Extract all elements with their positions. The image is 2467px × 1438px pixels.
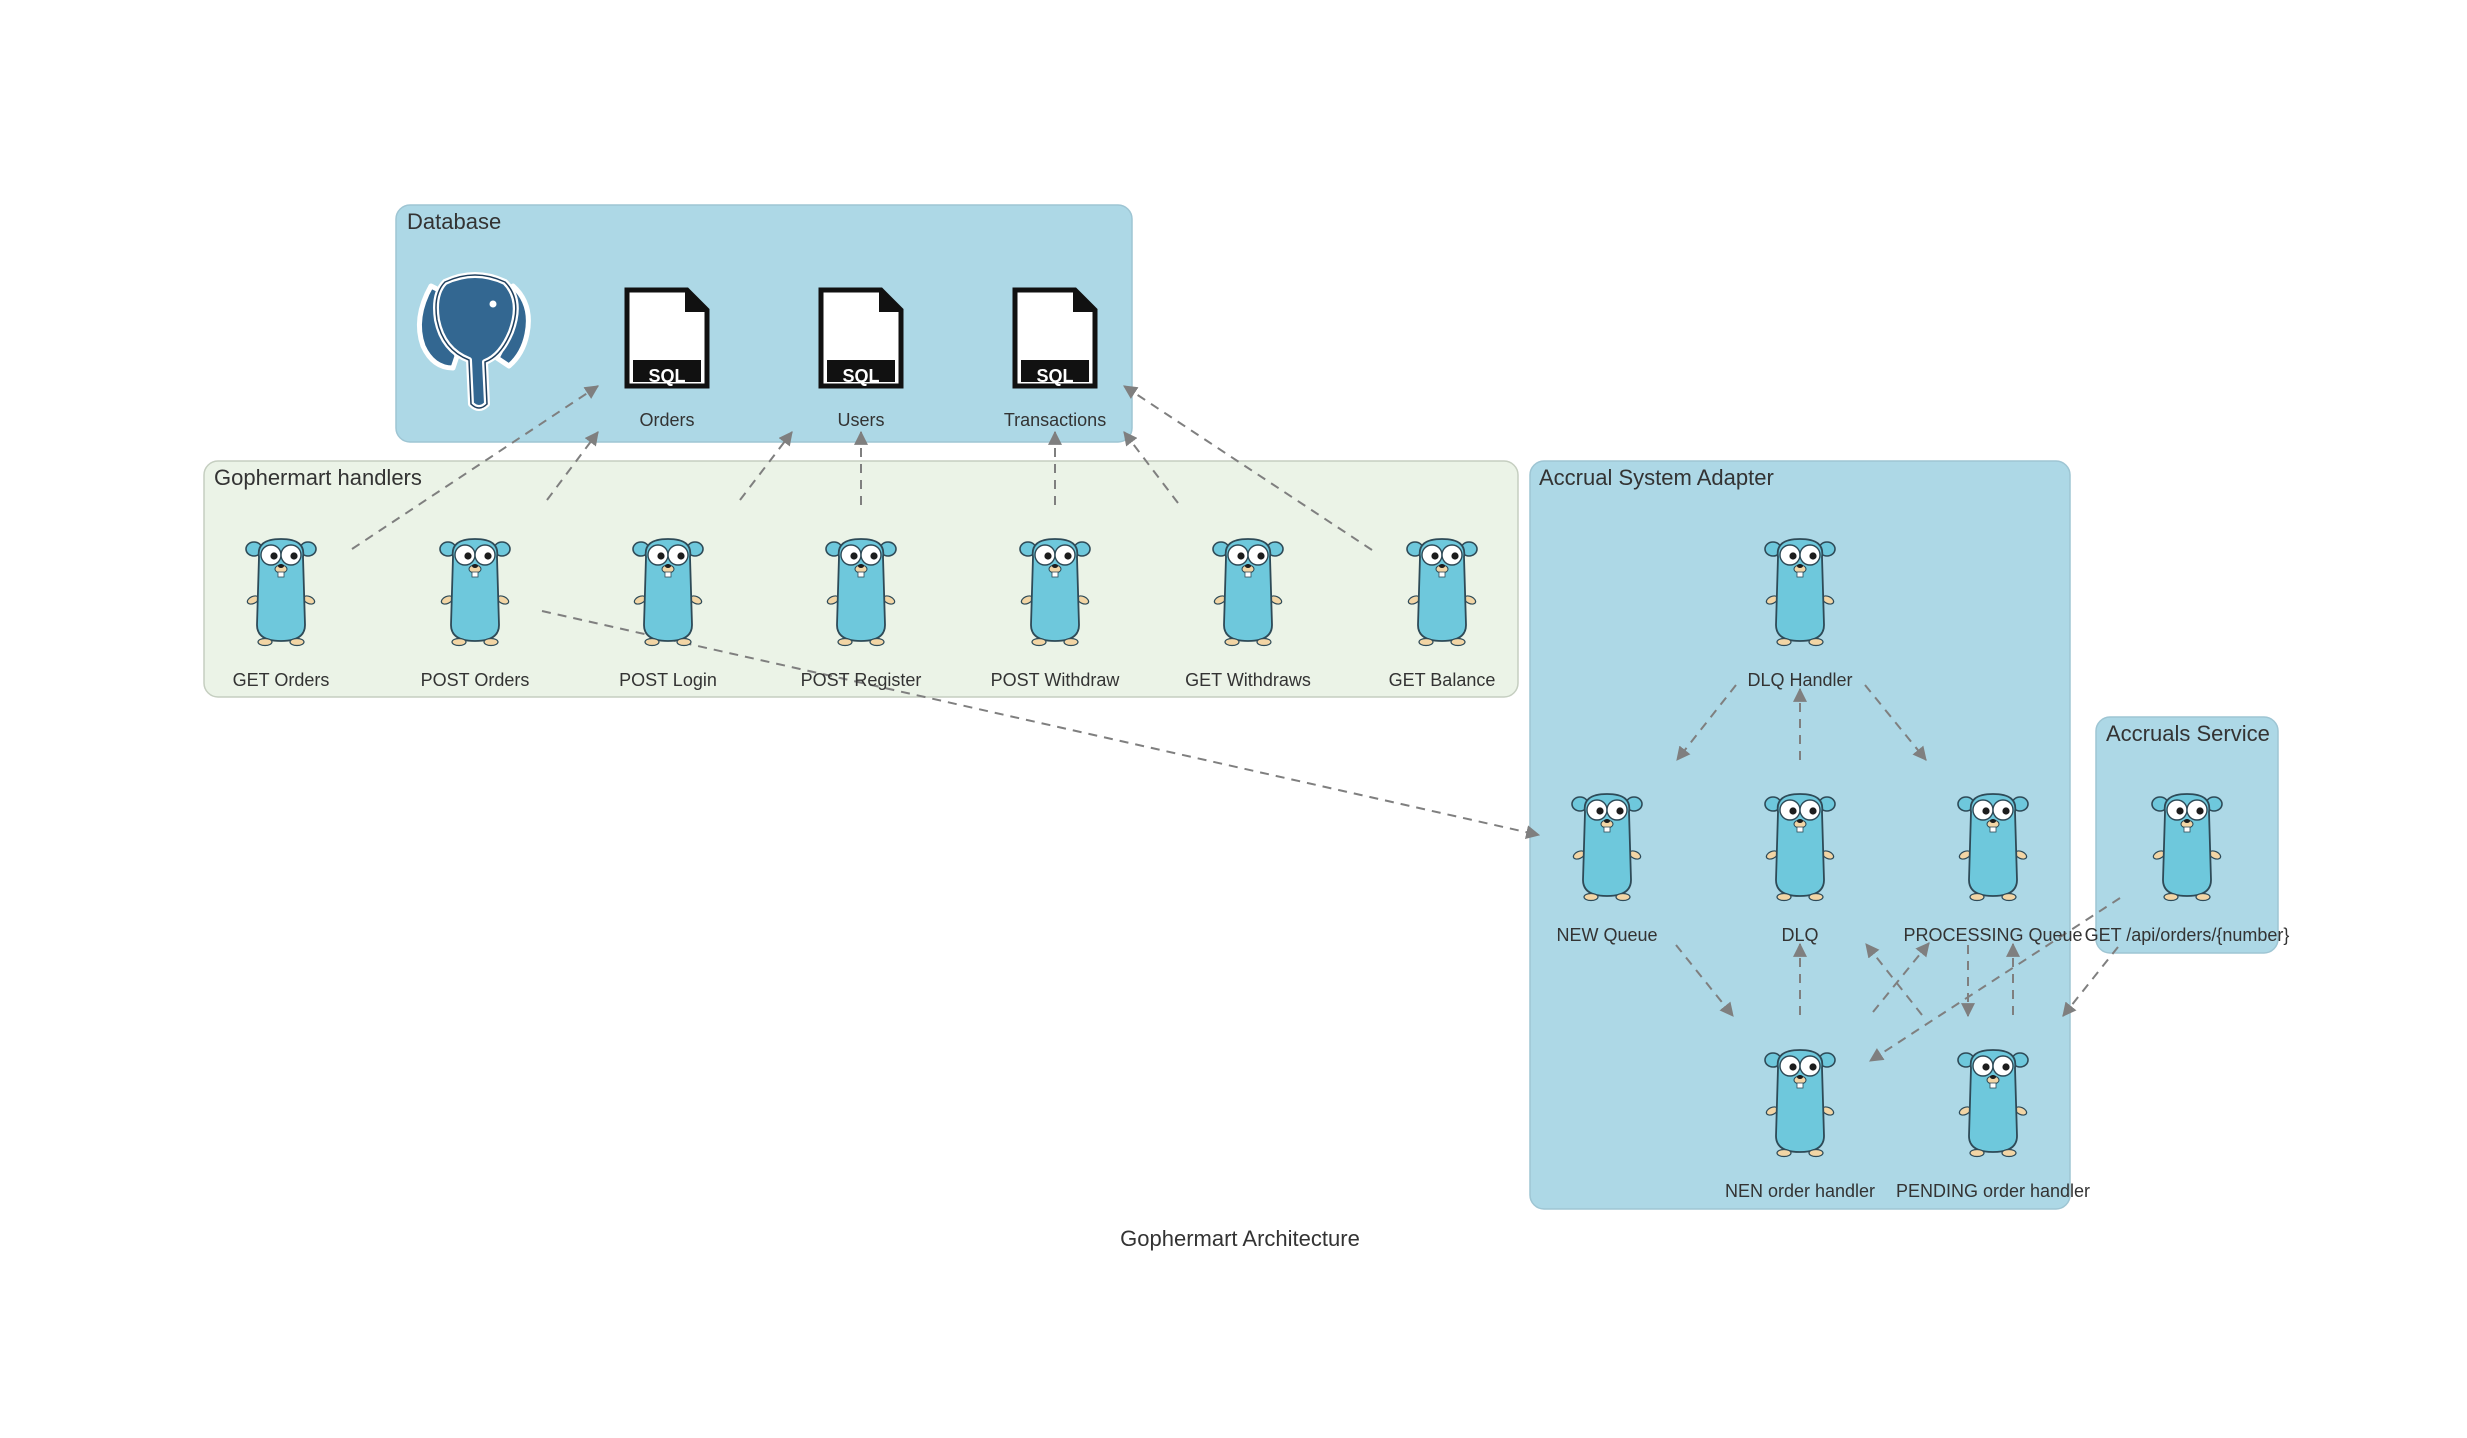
- node-dlq-label: DLQ: [1781, 925, 1818, 945]
- node-get-withdraws: GET Withdraws: [1185, 538, 1311, 690]
- edge-accruals-to-nen-handler: [1869, 897, 2121, 1062]
- node-pending-order-handler: PENDING order handler: [1896, 1049, 2090, 1201]
- node-new-queue: NEW Queue: [1556, 793, 1658, 945]
- cluster-database-label: Database: [407, 209, 501, 234]
- edge-accruals-to-pending-handler: [2062, 946, 2119, 1017]
- node-post-login-label: POST Login: [619, 670, 717, 690]
- node-orders-table: SQL Orders: [627, 288, 709, 430]
- node-post-orders: POST Orders: [421, 538, 530, 690]
- cluster-adapter-label: Accrual System Adapter: [1539, 465, 1774, 490]
- edges: [351, 385, 2121, 1062]
- diagram-title: Gophermart Architecture: [1120, 1226, 1360, 1251]
- cluster-accruals-label: Accruals Service: [2106, 721, 2270, 746]
- cluster-handlers-label: Gophermart handlers: [214, 465, 422, 490]
- node-processing-queue-label: PROCESSING Queue: [1903, 925, 2082, 945]
- node-users-table: SQL Users: [821, 288, 903, 430]
- node-get-balance-label: GET Balance: [1389, 670, 1496, 690]
- node-post-login: POST Login: [619, 538, 717, 690]
- edge-post-orders-to-orders: [546, 431, 599, 501]
- node-orders-table-label: Orders: [639, 410, 694, 430]
- edge-get-balance-to-transactions: [1123, 385, 1373, 551]
- edge-dlq-handler-to-processing-queue: [1864, 684, 1927, 761]
- node-post-register: POST Register: [801, 538, 922, 690]
- node-dlq-handler-label: DLQ Handler: [1747, 670, 1852, 690]
- node-post-withdraw: POST Withdraw: [991, 538, 1121, 690]
- node-pending-order-handler-label: PENDING order handler: [1896, 1181, 2090, 1201]
- node-post-register-label: POST Register: [801, 670, 922, 690]
- node-accruals-api: GET /api/orders/{number}: [2085, 793, 2290, 945]
- node-nen-order-handler: NEN order handler: [1725, 1049, 1875, 1201]
- node-accruals-api-label: GET /api/orders/{number}: [2085, 925, 2290, 945]
- node-transactions-table: SQL Transactions: [1004, 288, 1106, 430]
- node-transactions-table-label: Transactions: [1004, 410, 1106, 430]
- node-get-orders-label: GET Orders: [233, 670, 330, 690]
- edge-get-orders-to-orders: [351, 385, 599, 550]
- node-dlq-handler: DLQ Handler: [1747, 538, 1853, 690]
- node-dlq: DLQ: [1764, 793, 1836, 945]
- sql-badge-text: SQL: [1036, 366, 1073, 386]
- node-nen-order-handler-label: NEN order handler: [1725, 1181, 1875, 1201]
- node-new-queue-label: NEW Queue: [1556, 925, 1657, 945]
- cluster-database: Database: [395, 204, 1133, 443]
- node-post-orders-label: POST Orders: [421, 670, 530, 690]
- node-users-table-label: Users: [837, 410, 884, 430]
- node-get-orders: GET Orders: [233, 538, 330, 690]
- edge-post-orders-to-new-queue: [541, 610, 1541, 840]
- node-get-withdraws-label: GET Withdraws: [1185, 670, 1311, 690]
- node-post-withdraw-label: POST Withdraw: [991, 670, 1121, 690]
- node-get-balance: GET Balance: [1389, 538, 1496, 690]
- node-processing-queue: PROCESSING Queue: [1903, 793, 2083, 945]
- edge-post-login-to-users: [739, 431, 793, 501]
- sql-badge-text: SQL: [842, 366, 879, 386]
- sql-badge-text: SQL: [648, 366, 685, 386]
